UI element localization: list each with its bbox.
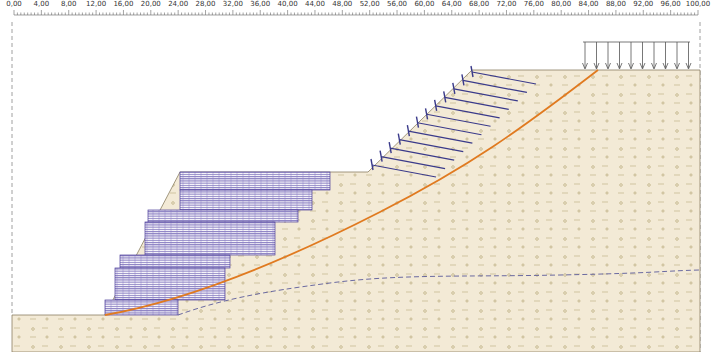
axis-number: 52,00: [360, 1, 380, 8]
axis-number: 24,00: [168, 1, 188, 8]
axis-number: 12,00: [86, 1, 106, 8]
axis-number: 80,00: [551, 1, 571, 8]
axis-number: 40,00: [278, 1, 298, 8]
axis-number: 68,00: [469, 1, 489, 8]
axis-number: 88,00: [606, 1, 626, 8]
axis-number: 44,00: [305, 1, 325, 8]
axis-number: 16,00: [113, 1, 133, 8]
axis-number: 100,00: [686, 1, 711, 8]
axis-number: 56,00: [387, 1, 407, 8]
axis-number: 92,00: [633, 1, 653, 8]
axis-number: 28,00: [195, 1, 215, 8]
axis-number: 36,00: [250, 1, 270, 8]
axis-number: 64,00: [442, 1, 462, 8]
axis-number: 32,00: [223, 1, 243, 8]
axis-number: 72,00: [496, 1, 516, 8]
axis-number: 60,00: [414, 1, 434, 8]
axis-number: 4,00: [34, 1, 50, 8]
axis-number: 8,00: [61, 1, 77, 8]
axis-number: 48,00: [332, 1, 352, 8]
axis-number: 0,00: [6, 1, 22, 8]
axis-number: 84,00: [579, 1, 599, 8]
axis-number: 96,00: [661, 1, 681, 8]
axis-number: 76,00: [524, 1, 544, 8]
axis-number: 20,00: [141, 1, 161, 8]
